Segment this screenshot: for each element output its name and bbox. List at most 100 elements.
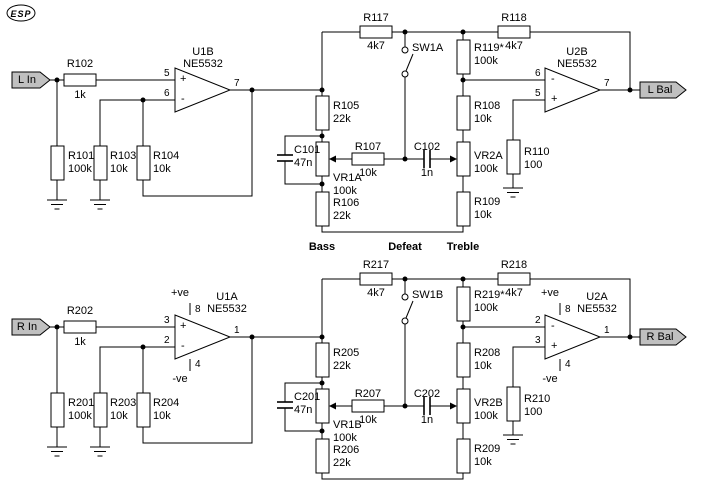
vr1a-ref: VR1A (333, 172, 362, 184)
r202-body (63, 320, 97, 334)
r219-ref: R219* (474, 289, 505, 301)
vr1b-ref: VR1B (333, 419, 362, 431)
r109-ref: R109 (474, 196, 501, 208)
r207-body (351, 399, 385, 413)
r208-value: 10k (474, 360, 492, 372)
u1a-part: NE5532 (207, 303, 247, 315)
u1a-rail-plus: +ve (170, 287, 190, 299)
input-tag-right (11, 318, 51, 336)
c201-value: 47n (294, 404, 313, 416)
r103-ref: R103 (110, 150, 137, 162)
r107-ref: R107 (354, 141, 382, 153)
vr1a-value: 100k (333, 185, 357, 197)
r107-body (351, 152, 385, 166)
vr2b-value: 100k (474, 410, 498, 422)
r107-value: 10k (359, 167, 377, 179)
u2a-sign-top: - (551, 320, 555, 332)
r218-body (497, 272, 531, 286)
r106-ref: R106 (333, 197, 360, 209)
r217-body (359, 272, 393, 286)
left-channel-pot-wipers (329, 155, 457, 163)
r118-body (497, 25, 531, 39)
c202-ref: C202 (413, 388, 441, 400)
c101-ref: C101 (294, 144, 321, 156)
u2a-pin-vminus: 4 (565, 359, 571, 370)
vr1a-wiper-arrow (329, 155, 336, 163)
sw1a-switch (401, 46, 414, 78)
r203-ref: R203 (110, 397, 137, 409)
input-tag-left-label: L In (18, 74, 36, 86)
u2a-opamp-body (544, 314, 602, 360)
r110-body (506, 139, 521, 175)
r217-ref: R217 (362, 259, 390, 271)
right-channel-pot-wipers (329, 402, 457, 410)
u2a-pin-bottom: 3 (535, 335, 541, 346)
u2a-sign-bottom: + (551, 340, 558, 352)
r205-value: 22k (333, 360, 351, 372)
bass-label: Bass (308, 241, 336, 253)
vr2a-wiper-arrow (450, 155, 457, 163)
u1a-sign-bottom: - (181, 340, 185, 352)
u1a-ref: U1A (216, 291, 238, 303)
r104-ref: R104 (153, 150, 180, 162)
r118-value: 4k7 (505, 40, 523, 52)
r203-value: 10k (110, 410, 128, 422)
r205-body (315, 342, 330, 378)
u2b-part: NE5532 (557, 58, 597, 70)
vr2b-ref: VR2B (474, 397, 503, 409)
r207-value: 10k (359, 414, 377, 426)
r210-value: 100 (524, 406, 543, 418)
output-tag-right-label: R Bal (646, 331, 674, 343)
output-tag-left (639, 81, 687, 99)
r102-body (63, 73, 97, 87)
vr1b-wiper-arrow (329, 402, 336, 410)
u2b-pin-bottom: 5 (535, 88, 541, 99)
r210-ref: R210 (524, 393, 551, 405)
u1a-rail-minus: -ve (172, 373, 188, 385)
u2a-pin-vplus: 8 (565, 304, 571, 315)
r219-value: 100k (474, 302, 498, 314)
u2b-sign-top: - (551, 73, 555, 85)
u1a-pin-vplus: 8 (195, 304, 201, 315)
left-channel-capacitors (277, 150, 431, 168)
r202-ref: R202 (66, 305, 94, 317)
r117-ref: R117 (363, 12, 389, 24)
u1b-sign-top: + (180, 73, 187, 85)
r119-ref: R119* (474, 42, 504, 54)
u1a-pin-out: 1 (234, 325, 240, 336)
right-channel-grounds (47, 434, 523, 457)
r117-value: 4k7 (367, 40, 385, 52)
r102-ref: R102 (66, 58, 94, 70)
r101-ref: R101 (68, 150, 95, 162)
r101-value: 100k (68, 163, 92, 175)
r207-ref: R207 (354, 388, 382, 400)
r219-body (456, 286, 471, 322)
r108-body (456, 95, 471, 131)
vr2b-wiper-arrow (450, 402, 457, 410)
r209-body (456, 438, 471, 474)
input-tag-left (11, 71, 51, 89)
r106-value: 22k (333, 210, 351, 222)
u1a-pin-vminus: 4 (195, 359, 201, 370)
r204-value: 10k (153, 410, 171, 422)
u1a-opamp-body (174, 314, 232, 360)
r108-value: 10k (474, 113, 492, 125)
treble-label: Treble (446, 241, 480, 253)
r105-ref: R105 (333, 100, 360, 112)
input-tag-right-label: R In (16, 321, 38, 333)
u1b-pin-bottom: 6 (164, 88, 170, 99)
r203-body (93, 392, 108, 428)
r208-body (456, 342, 471, 378)
vr2a-body (456, 141, 471, 177)
r206-value: 22k (333, 457, 351, 469)
u2a-pin-top: 2 (535, 315, 541, 326)
esp-logo-text: ESP (10, 9, 32, 19)
defeat-label: Defeat (388, 241, 422, 253)
r110-value: 100 (524, 159, 543, 171)
left-channel-junction-dots (54, 29, 633, 187)
u2a-rail-minus: -ve (542, 373, 558, 385)
u1b-opamp-body (174, 67, 232, 113)
r102-value: 1k (74, 89, 86, 101)
sw1b-ref: SW1B (412, 289, 444, 301)
r110-ref: R110 (524, 146, 550, 158)
